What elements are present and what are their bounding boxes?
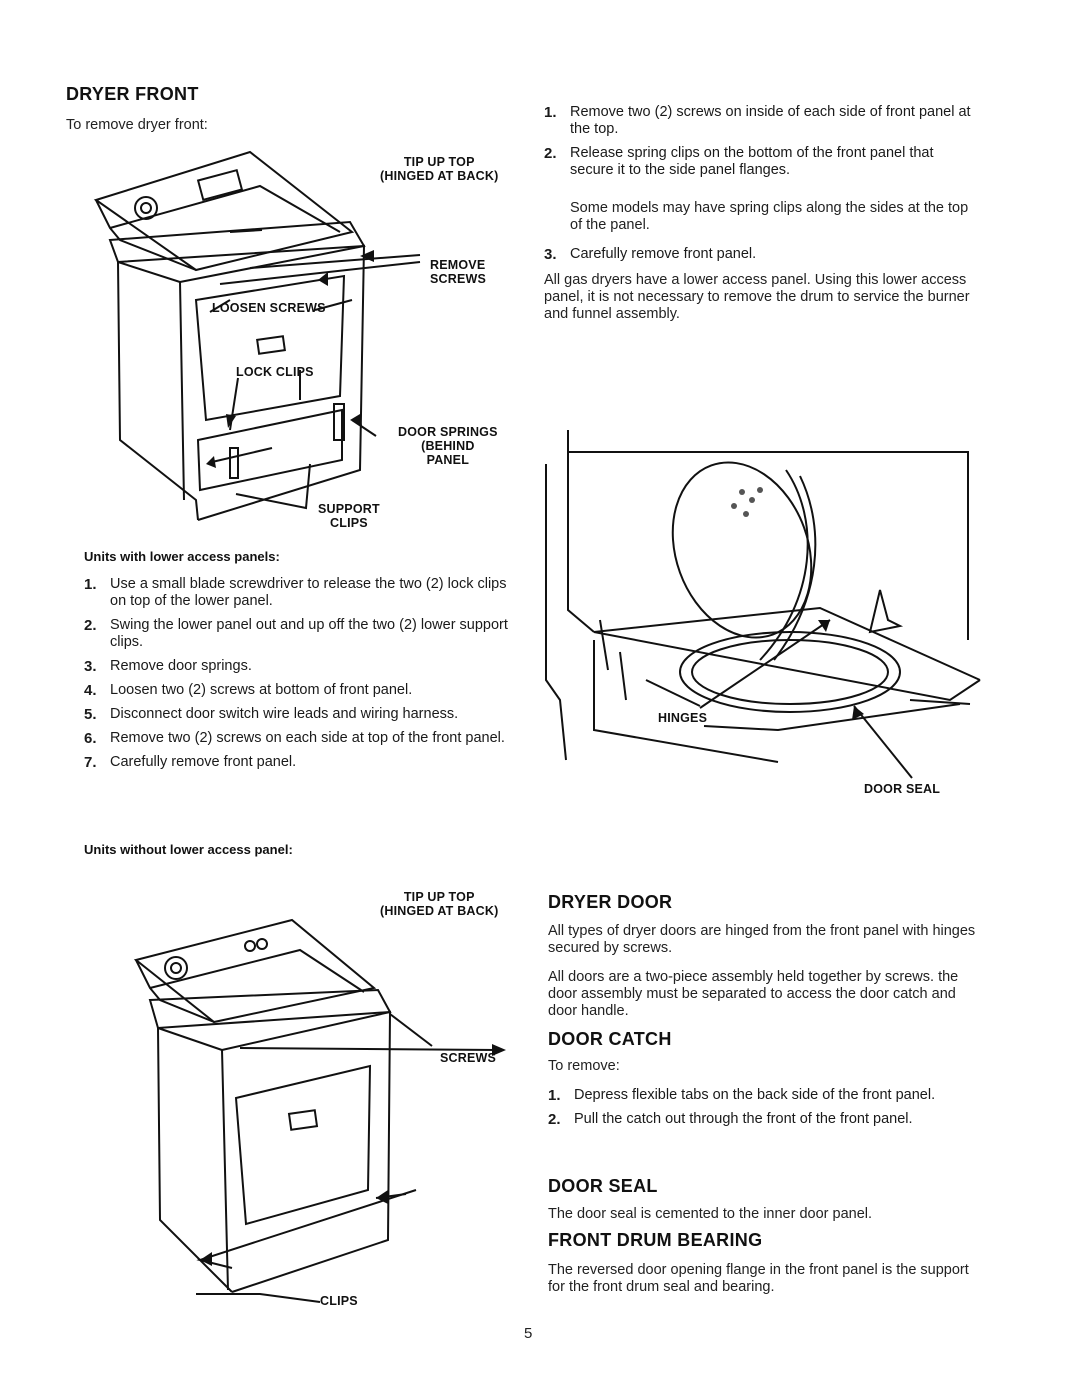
dryer-door-heading: DRYER DOOR [548, 892, 673, 912]
label-remove-screws: REMOVE SCREWS [430, 258, 487, 286]
label-tip-up-top-2: TIP UP TOP (HINGED AT BACK) [380, 890, 499, 918]
label-lock-clips: LOCK CLIPS [236, 365, 314, 379]
list-item: 3.Remove door springs. [84, 658, 252, 675]
dryer-front-heading: DRYER FRONT [66, 84, 199, 104]
label-door-seal: DOOR SEAL [864, 782, 941, 796]
subheading-without-access-panel: Units without lower access panel: [84, 842, 293, 857]
list-item: 1.Use a small blade screwdriver to relea… [84, 576, 507, 609]
front-drum-bearing-text: The reversed door opening flange in the … [548, 1262, 969, 1295]
spring-clips-note: Some models may have spring clips along … [570, 200, 969, 233]
list-item: 1.Remove two (2) screws on inside of eac… [544, 104, 971, 137]
list-item: 5.Disconnect door switch wire leads and … [84, 706, 459, 723]
label-tip-up-top-1: TIP UP TOP (HINGED AT BACK) [380, 155, 499, 183]
door-seal-heading: DOOR SEAL [548, 1176, 658, 1196]
steps-without-access-panel: 1.Remove two (2) screws on inside of eac… [544, 104, 976, 186]
label-support-clips: SUPPORT CLIPS [318, 502, 380, 530]
label-clips: CLIPS [320, 1294, 358, 1308]
list-item: 2.Swing the lower panel out and up off t… [84, 617, 508, 650]
list-item: 4.Loosen two (2) screws at bottom of fro… [84, 682, 413, 699]
label-hinges: HINGES [658, 711, 708, 725]
list-item: 3.Carefully remove front panel. [544, 246, 757, 263]
label-screws: SCREWS [440, 1051, 497, 1065]
list-item: 2.Pull the catch out through the front o… [548, 1111, 913, 1128]
list-item: 1.Depress flexible tabs on the back side… [548, 1087, 936, 1104]
door-seal-text: The door seal is cemented to the inner d… [548, 1206, 873, 1222]
door-catch-intro: To remove: [548, 1058, 620, 1074]
dryer-front-intro: To remove dryer front: [66, 117, 208, 133]
gas-dryers-note: All gas dryers have a lower access panel… [544, 272, 970, 322]
front-drum-bearing-heading: FRONT DRUM BEARING [548, 1230, 763, 1250]
list-item: 7.Carefully remove front panel. [84, 754, 297, 771]
steps-with-access-panels: 1.Use a small blade screwdriver to relea… [84, 576, 508, 778]
label-door-springs: DOOR SPRINGS (BEHIND PANEL [398, 425, 498, 467]
step-three: 3.Carefully remove front panel. [544, 246, 976, 270]
dryer-door-p2: All doors are a two-piece assembly held … [548, 969, 959, 1019]
dryer-door-p1: All types of dryer doors are hinged from… [548, 923, 976, 956]
list-item: 2.Release spring clips on the bottom of … [544, 145, 934, 178]
door-catch-heading: DOOR CATCH [548, 1029, 672, 1049]
list-item: 6.Remove two (2) screws on each side at … [84, 730, 505, 747]
page-number: 5 [524, 1325, 533, 1342]
subheading-with-access-panels: Units with lower access panels: [84, 549, 280, 564]
label-loosen-screws: LOOSEN SCREWS [212, 301, 326, 315]
door-catch-steps: 1.Depress flexible tabs on the back side… [548, 1087, 976, 1135]
